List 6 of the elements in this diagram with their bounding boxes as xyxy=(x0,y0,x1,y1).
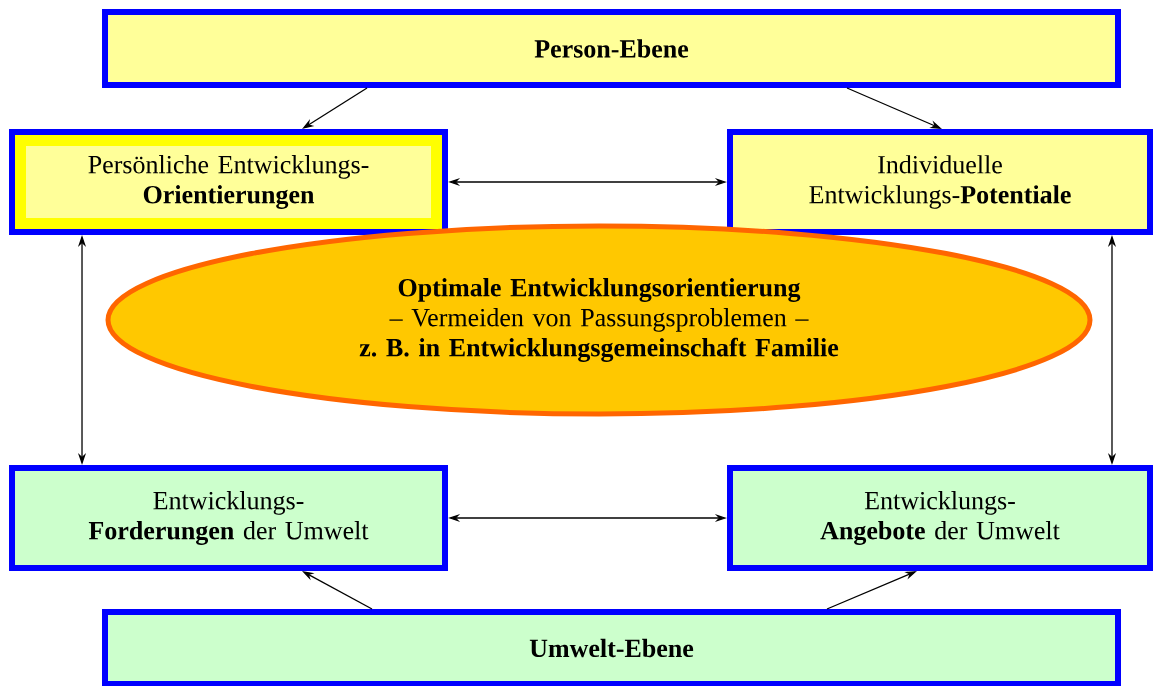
process-box: Entwicklungs-Angebote der Umwelt xyxy=(727,465,1153,571)
level-box: Person-Ebene xyxy=(102,9,1121,88)
level-box: Umwelt-Ebene xyxy=(102,609,1121,686)
process-box: Entwicklungs-Forderungen der Umwelt xyxy=(9,465,448,571)
highlighted-box: Persönliche Entwicklungs-Orientierungen xyxy=(9,129,448,235)
process-box: Individuelle Entwicklungs-Potentiale xyxy=(727,129,1153,235)
